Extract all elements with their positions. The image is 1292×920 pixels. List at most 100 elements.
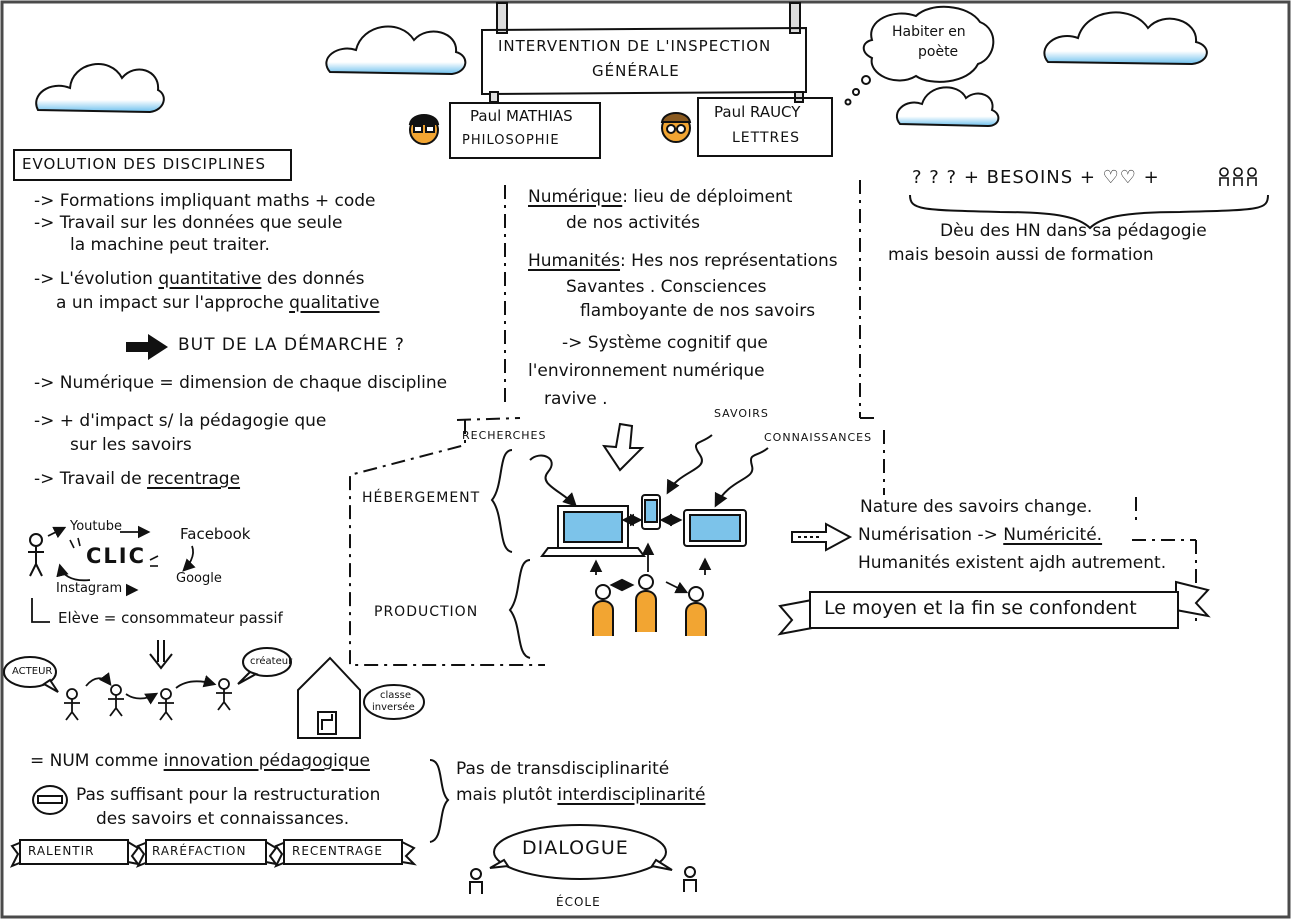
ribbon-ralentir (9, 839, 141, 868)
createur-bubble (237, 647, 292, 685)
bottom-left-brace (429, 759, 450, 843)
right-numerisation-underlined: Numéricité. (1003, 525, 1103, 545)
speaker2-subject: LETTRES (732, 130, 800, 146)
social-arrows (31, 525, 196, 623)
cloud-icon (35, 63, 165, 114)
production-label: PRODUCTION (374, 604, 479, 620)
trans-line2: mais plutôt interdisciplinarité (456, 785, 706, 806)
speaker2-box (697, 97, 833, 157)
left-bullet-6-underlined: recentrage (147, 469, 241, 489)
center-humanites-line6: ravive . (544, 389, 608, 409)
classe-label-line2: inversée (372, 702, 415, 713)
production-brace (508, 559, 531, 659)
left-bullet-3a-post: des donnés (266, 269, 365, 289)
ribbon-recentrage (273, 839, 417, 868)
left-bullet-3b: a un impact sur l'approche qualitative (56, 293, 380, 314)
classe-inversee-bubble (363, 684, 425, 720)
but-demarche: BUT DE LA DÉMARCHE ? (178, 335, 405, 355)
center-humanites-line5: l'environnement numérique (528, 361, 765, 381)
right-brace (909, 194, 1269, 230)
ecole-label: ÉCOLE (556, 895, 601, 909)
right-numerisation: Numérisation -> Numéricité. (858, 525, 1103, 546)
center-humanites-line3: flamboyante de nos savoirs (580, 301, 816, 321)
people-icon (1219, 167, 1257, 186)
house-icon (297, 656, 361, 739)
trans-line1: Pas de transdisciplinarité (456, 759, 670, 779)
stick-figures-row (64, 672, 232, 721)
person-right-icon (683, 866, 697, 892)
google-label: Google (176, 571, 222, 586)
thought-bubble (844, 5, 995, 106)
right-numerisation-pre: Numérisation -> (858, 525, 998, 545)
left-bullet-3a-underlined: quantitative (158, 269, 262, 289)
cloud-icon (895, 86, 1000, 128)
stick-figure-icon (28, 533, 44, 577)
left-bullet-6-pre: -> Travail de (34, 469, 142, 489)
recherches-label: RECHERCHES (462, 429, 547, 442)
cloud-icon (325, 25, 467, 76)
clic-sparkles (69, 537, 159, 567)
youtube-label: Youtube (70, 519, 122, 534)
hollow-arrow-down-icon (602, 422, 645, 472)
trans-line2-underlined: interdisciplinarité (557, 785, 706, 805)
thought-line2: poète (918, 44, 959, 60)
speaker1-subject: PHILOSOPHIE (462, 133, 560, 148)
ribbon-banner-right (777, 580, 1211, 636)
dialogue-bubble (489, 824, 673, 880)
eleve-label: Elève = consommateur passif (58, 609, 283, 627)
hebergement-brace (490, 449, 513, 553)
tablet-icon (683, 509, 747, 547)
createur-label: créateur (250, 656, 293, 667)
right-banner-text: Le moyen et la fin se confondent (824, 597, 1137, 619)
num-innovation-pre: = NUM comme (30, 751, 159, 771)
center-numerique-line2: de nos activités (566, 213, 701, 233)
heading-box (13, 149, 292, 181)
double-arrow-down-icon (149, 640, 173, 670)
title-line2: GÉNÉRALE (592, 62, 680, 80)
speaker1-name: Paul MATHIAS (470, 107, 573, 125)
right-nature: Nature des savoirs change. (860, 497, 1093, 517)
laptop-icon (540, 505, 646, 557)
acteur-bubble (3, 656, 59, 693)
center-numerique: Numérique: lieu de déploiment (528, 187, 793, 208)
cloud-icon (1043, 11, 1208, 66)
acteur-label: ACTEUR (12, 666, 53, 677)
left-bullet-2a: -> Travail sur les données que seule (34, 213, 343, 233)
center-dashed-frame (349, 180, 885, 666)
person-left-icon (469, 868, 483, 894)
left-bullet-3a: -> L'évolution quantitative des donnés (34, 269, 365, 290)
connaissances-label: CONNAISSANCES (764, 431, 873, 444)
thought-line1: Habiter en (892, 24, 966, 40)
clic-label: CLIC (86, 544, 147, 568)
left-bullet-1: -> Formations impliquant maths + code (34, 191, 376, 211)
speaker2-face-icon (660, 112, 692, 143)
center-numerique-underlined: Numérique (528, 187, 623, 207)
center-numerique-rest: : lieu de déploiment (622, 187, 793, 207)
right-deu-line2: mais besoin aussi de formation (888, 245, 1154, 265)
speaker1-face-icon (408, 114, 440, 145)
right-equation: ? ? ? + BESOINS + ♡♡ + (912, 167, 1160, 188)
pas-suffisant-line1: Pas suffisant pour la restructuration (76, 785, 381, 805)
left-bullet-6: -> Travail de recentrage (34, 469, 241, 490)
people-group-icon (592, 574, 707, 636)
right-humanites: Humanités existent ajdh autrement. (858, 553, 1167, 573)
center-humanites-rest: : Hes nos représentations (620, 251, 838, 271)
left-heading: EVOLUTION DES DISCIPLINES (22, 155, 267, 173)
right-deu-line1: Dèu des HN dans sa pédagogie (940, 221, 1207, 241)
device-arrows (589, 513, 712, 594)
dialogue-label: DIALOGUE (522, 837, 629, 859)
savoirs-label: SAVOIRS (714, 407, 769, 420)
minus-circle-icon (32, 785, 68, 815)
center-humanites-underlined: Humanités (528, 251, 621, 271)
speaker2-name: Paul RAUCY (714, 103, 801, 121)
facebook-label: Facebook (180, 525, 251, 543)
center-humanites-line2: Savantes . Consciences (566, 277, 767, 297)
classe-label-line1: classe (380, 690, 411, 701)
banner-recentrage: RECENTRAGE (292, 844, 383, 858)
ribbon-rarefaction (135, 839, 279, 868)
trans-line2-pre: mais plutôt (456, 785, 552, 805)
left-bullet-3a-pre: -> L'évolution (34, 269, 153, 289)
black-arrow-icon (126, 334, 168, 360)
